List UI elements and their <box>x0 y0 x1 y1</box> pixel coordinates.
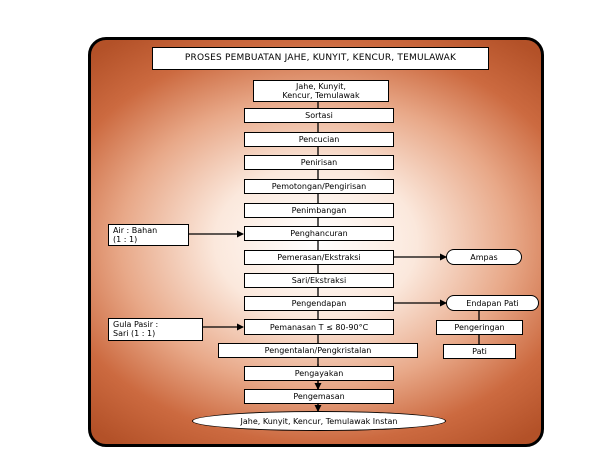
output-endapan-pati: Endapan Pati <box>446 295 539 311</box>
step-pengendapan: Pengendapan <box>244 296 394 311</box>
output-pengeringan: Pengeringan <box>436 320 523 335</box>
step-penghancuran: Penghancuran <box>244 226 394 241</box>
step-pemanasan: Pemanasan T ≤ 80-90°C <box>244 319 394 335</box>
step-pengemasan: Pengemasan <box>244 389 394 404</box>
input-air-bahan: Air : Bahan (1 : 1) <box>108 224 189 246</box>
step-penimbangan: Penimbangan <box>244 203 394 218</box>
input-gula-pasir: Gula Pasir : Sari (1 : 1) <box>108 318 203 341</box>
output-pati: Pati <box>443 344 516 359</box>
step-produk-instan: Jahe, Kunyit, Kencur, Temulawak Instan <box>192 411 446 431</box>
step-pengayakan: Pengayakan <box>244 366 394 381</box>
step-pencucian: Pencucian <box>244 132 394 147</box>
diagram-title: PROSES PEMBUATAN JAHE, KUNYIT, KENCUR, T… <box>152 47 489 70</box>
step-penirisan: Penirisan <box>244 155 394 170</box>
step-pemotongan: Pemotongan/Pengirisan <box>244 179 394 194</box>
step-sortasi: Sortasi <box>244 108 394 123</box>
step-bahan-baku: Jahe, Kunyit, Kencur, Temulawak <box>253 80 389 102</box>
step-pemerasan: Pemerasan/Ekstraksi <box>244 250 394 265</box>
step-sari-ekstraksi: Sari/Ekstraksi <box>244 273 394 288</box>
step-pengentalan: Pengentalan/Pengkristalan <box>218 343 418 358</box>
output-ampas: Ampas <box>446 249 522 265</box>
